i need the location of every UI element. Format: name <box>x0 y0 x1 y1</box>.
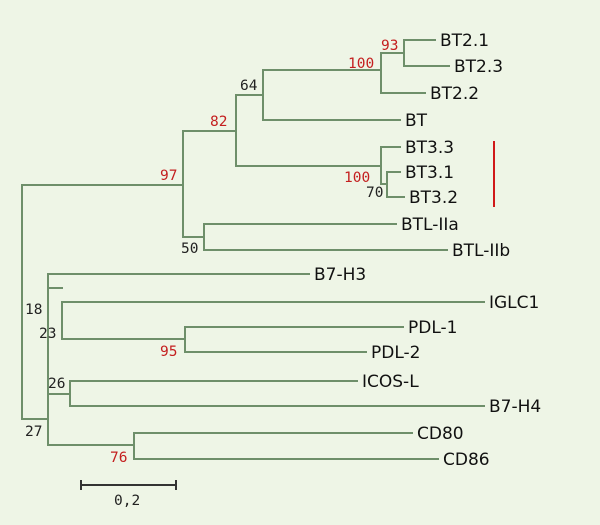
bootstrap-bt-all: 82 <box>210 114 227 130</box>
leaf-btl-iib: BTL-IIb <box>452 241 510 261</box>
bootstrap-cd80-cd86: 76 <box>110 450 127 466</box>
leaf-pdl2: PDL-2 <box>371 343 420 363</box>
leaf-pdl1: PDL-1 <box>408 318 457 338</box>
bootstrap-cd-cluster: 27 <box>25 424 42 440</box>
leaf-iglc1: IGLC1 <box>489 293 539 313</box>
scale-bar-label: 0,2 <box>114 493 140 509</box>
bootstrap-bt-btl: 97 <box>160 168 177 184</box>
leaf-icosl: ICOS-L <box>362 372 419 392</box>
leaf-bt31: BT3.1 <box>405 163 454 183</box>
leaf-bt33: BT3.3 <box>405 138 454 158</box>
bootstrap-bt2-group: 100 <box>348 56 374 72</box>
scale-bar: 0,2 <box>80 480 177 509</box>
leaf-bt22: BT2.2 <box>430 84 479 104</box>
bootstrap-b7h3-cluster: 18 <box>25 302 42 318</box>
tree-branch <box>47 273 310 289</box>
leaf-cd86: CD86 <box>443 450 490 470</box>
tree-branches <box>21 39 485 460</box>
leaf-bt21: BT2.1 <box>440 31 489 51</box>
bootstrap-icos-b7h4: 26 <box>48 376 65 392</box>
leaf-b7h4: B7-H4 <box>489 397 541 417</box>
bootstrap-bt31-bt32: 70 <box>366 185 383 201</box>
bootstrap-pdl-group: 95 <box>160 344 177 360</box>
leaf-bt: BT <box>405 111 428 131</box>
leaf-bt32: BT3.2 <box>409 188 458 208</box>
bootstrap-bt-clade: 64 <box>240 78 258 94</box>
bootstrap-btl-group: 50 <box>181 241 198 257</box>
leaf-btl-iia: BTL-IIa <box>401 215 459 235</box>
bootstrap-bt3-group: 100 <box>344 170 370 186</box>
leaf-bt23: BT2.3 <box>454 57 503 77</box>
leaf-b7h3: B7-H3 <box>314 265 366 285</box>
bootstrap-iglc-pdl: 23 <box>39 326 56 342</box>
leaf-cd80: CD80 <box>417 424 464 444</box>
bootstrap-bt21-bt23: 93 <box>381 38 398 54</box>
